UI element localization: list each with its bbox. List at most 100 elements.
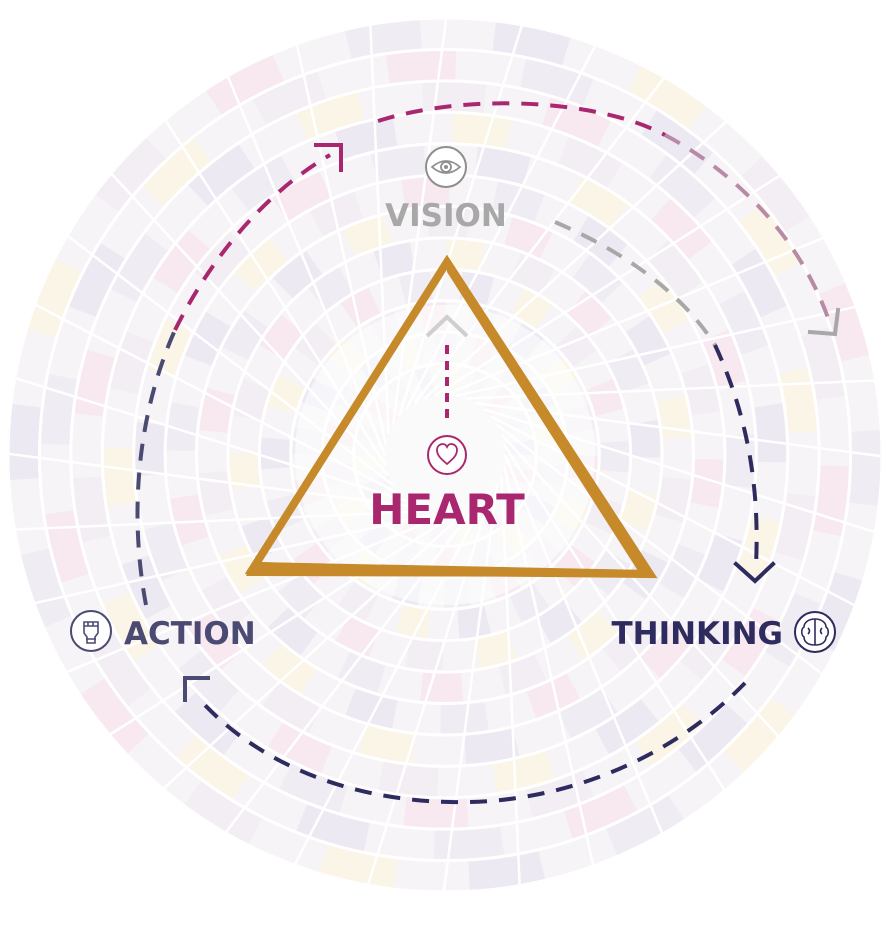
globe-tile — [811, 465, 851, 537]
globe-tile — [628, 419, 663, 458]
globe-tile — [183, 780, 263, 846]
globe-tile — [565, 290, 613, 338]
globe-tile — [183, 311, 232, 367]
globe-tile — [639, 619, 697, 680]
globe-tile — [120, 555, 173, 620]
globe-tile — [26, 258, 83, 339]
globe-tile — [251, 70, 327, 126]
globe-tile — [151, 228, 211, 294]
globe-tile — [109, 232, 170, 303]
globe-ring — [100, 110, 790, 800]
globe-background — [8, 18, 882, 892]
globe-tile — [474, 145, 532, 187]
globe-tile — [233, 237, 289, 293]
heart-label: HEART — [369, 485, 525, 534]
globe-tile — [395, 603, 431, 640]
globe-tile — [271, 249, 323, 300]
globe-tile — [88, 633, 152, 708]
arc-vision-right — [377, 101, 666, 137]
globe-tile — [468, 849, 546, 892]
globe-tile — [637, 278, 690, 335]
globe-tile — [558, 687, 619, 740]
globe-tile — [8, 403, 43, 480]
globe-tile — [102, 447, 138, 508]
arc-action-to-vision-upper — [173, 153, 332, 331]
globe-tile — [218, 544, 266, 595]
action-label: ACTION — [124, 616, 256, 652]
globe-tile — [177, 649, 240, 713]
globe-tile — [67, 242, 127, 318]
arrowhead-heart-up — [425, 314, 469, 338]
globe-ring — [69, 79, 821, 831]
globe-tile — [679, 363, 722, 416]
globe-tile — [605, 794, 685, 857]
arc-thinking-to-action — [198, 681, 747, 805]
globe-tile — [601, 617, 657, 673]
globe-tile — [370, 144, 426, 184]
cycle-arrows — [135, 101, 830, 805]
globe-tile — [440, 700, 490, 735]
heart-triangle — [244, 254, 658, 579]
globe-tile — [598, 440, 631, 473]
globe-tile — [447, 237, 486, 273]
arc-action-to-vision — [135, 329, 177, 606]
globe-tile — [563, 784, 639, 840]
arc-inner-gray — [554, 220, 717, 347]
globe-tile — [421, 80, 487, 115]
globe-tile — [168, 494, 211, 547]
globe-tile — [378, 760, 439, 798]
globe-tile — [568, 175, 629, 229]
globe-tile — [344, 687, 398, 730]
globe-tile — [344, 18, 422, 61]
eye-icon-pupil — [440, 161, 452, 173]
globe-tile — [102, 592, 160, 663]
arrow-heads — [183, 143, 841, 702]
globe-tile — [79, 677, 150, 755]
globe-tile — [658, 543, 707, 599]
globe-tile — [19, 548, 73, 628]
globe-tile — [231, 378, 272, 421]
globe-tile — [492, 180, 546, 223]
globe-tile — [175, 734, 250, 801]
globe-tile — [634, 703, 703, 767]
globe-tile — [94, 136, 167, 213]
globe-tile — [205, 53, 285, 116]
heart-icon — [427, 435, 467, 475]
globe-tile — [677, 703, 749, 773]
globe-tile — [723, 433, 757, 489]
action-node: ACTION — [70, 610, 256, 652]
globe-tile — [295, 802, 370, 853]
globe-tile — [525, 769, 595, 819]
globe-tile — [520, 57, 595, 108]
globe-tile — [277, 572, 325, 620]
globe-tile — [526, 672, 581, 720]
globe-tile — [594, 697, 660, 756]
globe-tile — [419, 670, 464, 704]
globe-tile — [230, 154, 296, 213]
globe-tile — [133, 421, 167, 477]
globe-tile — [475, 630, 518, 670]
globe-tile — [165, 401, 202, 451]
raised-fist-icon-glyph — [83, 621, 99, 644]
globe-tile — [624, 315, 672, 366]
globe-ring — [132, 142, 758, 768]
arrowhead-action — [183, 676, 210, 702]
triangle-base-thick — [250, 562, 652, 576]
globe-tile — [295, 91, 365, 141]
globe-ring — [289, 299, 601, 611]
globe-tile — [372, 240, 415, 280]
thinking-label: THINKING — [611, 616, 783, 652]
globe-tile — [585, 377, 625, 417]
arrowhead-upper-right — [807, 307, 841, 337]
globe-ring — [195, 205, 695, 705]
globe-tile — [426, 206, 471, 240]
thinking-node: THINKING — [611, 611, 836, 653]
globe-tile — [309, 190, 364, 238]
globe-tile — [173, 691, 242, 757]
globe-tile — [451, 112, 512, 150]
raised-fist-icon — [70, 610, 112, 652]
globe-tile — [39, 373, 79, 445]
globe-ring — [37, 47, 853, 863]
globe-tile — [723, 697, 796, 774]
globe-tile — [457, 604, 492, 641]
